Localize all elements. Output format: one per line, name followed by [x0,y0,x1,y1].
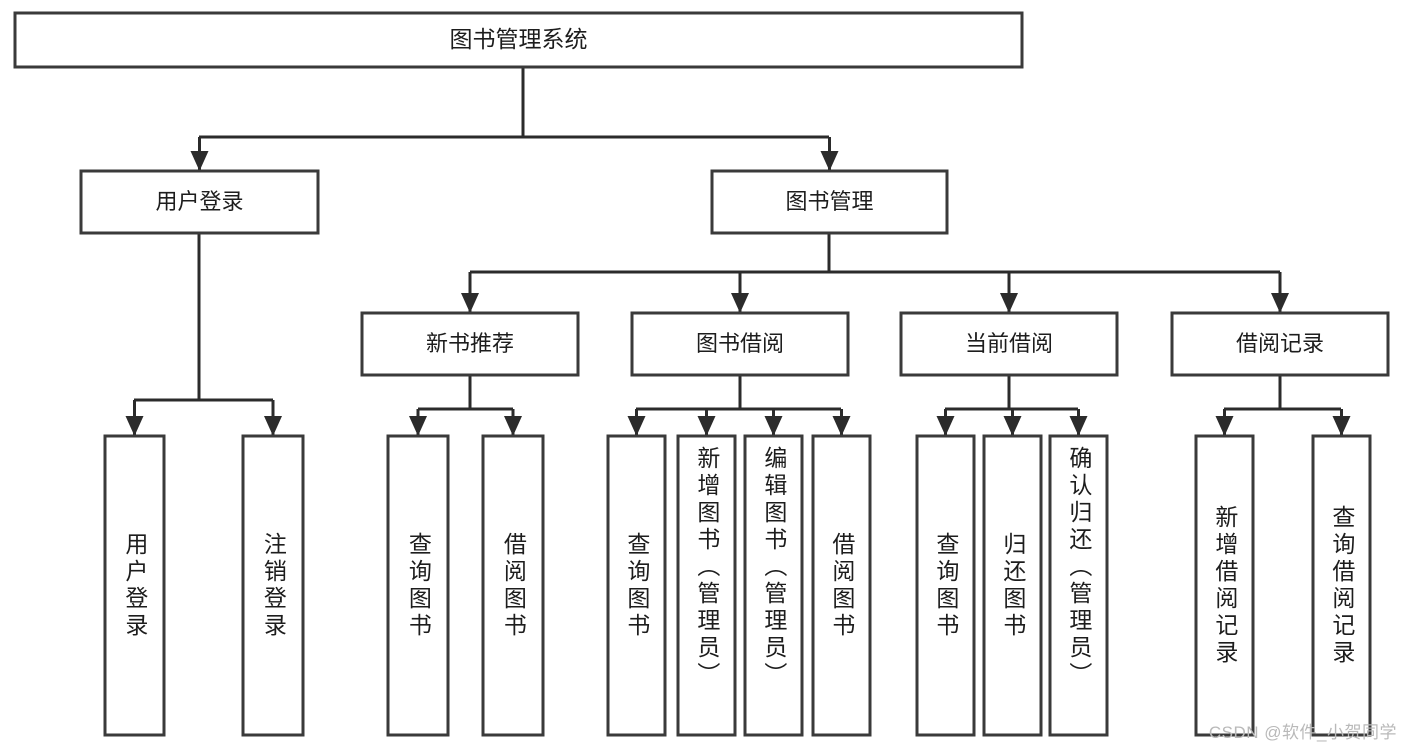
node-leaf-borrow-book-rec-rect[interactable] [481,434,545,737]
arrow-head-icon [1215,416,1234,436]
node-new-book-recommend-rect[interactable] [360,311,580,377]
node-book-management-label: 图书管理 [785,189,873,214]
arrow-head-icon [409,416,427,436]
arrow-head-icon [264,416,282,436]
node-leaf-add-book-admin[interactable] [676,434,737,737]
arrow-head-icon [936,416,955,436]
node-leaf-confirm-return-admin-rect[interactable] [1048,434,1109,737]
node-leaf-borrow-book-rect[interactable] [811,434,872,737]
node-leaf-return-book-rect[interactable] [982,434,1043,737]
boxes-layer [13,11,1390,737]
node-current-borrow-rect[interactable] [899,311,1119,377]
arrow-head-icon [832,416,851,436]
arrow-head-icon [1332,416,1351,436]
arrow-head-icon [1003,416,1022,436]
node-leaf-borrow-book-rec[interactable] [481,434,545,737]
arrow-head-icon [731,293,749,313]
arrow-head-icon [125,416,144,436]
watermark: CSDN @软件_小贺同学 [1208,723,1397,742]
node-leaf-query-book-borrow-rect[interactable] [606,434,667,737]
node-leaf-user-login[interactable] [103,434,166,737]
node-leaf-return-book[interactable] [982,434,1043,737]
node-leaf-logout-login-rect[interactable] [241,434,305,737]
node-new-book-recommend-label: 新书推荐 [426,331,514,356]
node-leaf-edit-book-admin-rect[interactable] [743,434,804,737]
arrow-head-icon [764,416,783,436]
node-leaf-add-borrow-record[interactable] [1194,434,1255,737]
node-leaf-query-book-rec[interactable] [386,434,450,737]
node-book-borrow-label: 图书借阅 [696,331,784,356]
arrow-head-icon [504,416,522,436]
arrow-head-icon [1069,416,1088,436]
node-leaf-add-book-admin-rect[interactable] [676,434,737,737]
arrow-head-icon [190,151,209,171]
node-user-login-rect[interactable] [79,169,320,235]
node-leaf-edit-book-admin[interactable] [743,434,804,737]
node-root[interactable] [13,11,1024,69]
node-user-login-label: 用户登录 [155,189,243,214]
node-book-borrow[interactable] [630,311,850,377]
node-borrow-record-rect[interactable] [1170,311,1390,377]
node-leaf-add-borrow-record-rect[interactable] [1194,434,1255,737]
arrow-head-icon [627,416,646,436]
node-book-management[interactable] [710,169,949,235]
arrow-head-icon [1271,293,1289,313]
node-leaf-query-book-borrow[interactable] [606,434,667,737]
arrow-head-icon [1000,293,1018,313]
node-root-label: 图书管理系统 [450,26,588,52]
node-leaf-query-borrow-record[interactable] [1311,434,1372,737]
node-new-book-recommend[interactable] [360,311,580,377]
node-leaf-confirm-return-admin[interactable] [1048,434,1109,737]
node-current-borrow-label: 当前借阅 [965,331,1053,356]
node-borrow-record[interactable] [1170,311,1390,377]
node-leaf-query-borrow-record-rect[interactable] [1311,434,1372,737]
node-root-rect[interactable] [13,11,1024,69]
connectors-layer [125,67,1351,436]
node-book-management-rect[interactable] [710,169,949,235]
arrow-head-icon [461,293,479,313]
arrow-head-icon [820,151,839,171]
arrow-head-icon [697,416,716,436]
node-borrow-record-label: 借阅记录 [1236,331,1324,356]
node-leaf-logout-login[interactable] [241,434,305,737]
node-leaf-query-book-current-rect[interactable] [915,434,976,737]
node-book-borrow-rect[interactable] [630,311,850,377]
node-current-borrow[interactable] [899,311,1119,377]
node-leaf-query-book-rec-rect[interactable] [386,434,450,737]
node-leaf-query-book-current[interactable] [915,434,976,737]
node-user-login[interactable] [79,169,320,235]
node-leaf-borrow-book[interactable] [811,434,872,737]
node-leaf-user-login-rect[interactable] [103,434,166,737]
